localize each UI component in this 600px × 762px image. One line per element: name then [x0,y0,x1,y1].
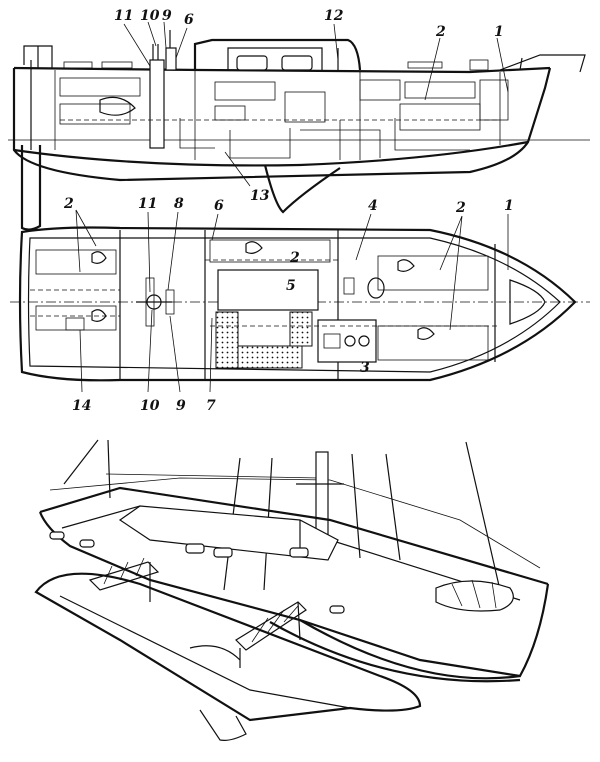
porthole [49,531,65,540]
plan-label-5: 5 [286,278,296,294]
crossbeam [235,601,307,651]
side-label-1: 1 [494,24,504,40]
pillow [91,309,107,322]
porthole [329,605,345,614]
plan-label-8: 8 [174,196,184,212]
pillow [245,241,263,254]
outrigger-float [34,572,422,722]
side-profile-view: 11 10 9 6 12 2 1 13 [8,8,590,231]
salon-table [217,269,319,311]
porthole [213,547,233,558]
float-fin [199,709,247,741]
side-label-10: 10 [140,8,160,24]
crossbeam [88,561,160,591]
settee-cushion [289,311,313,347]
side-label-11: 11 [114,8,133,24]
side-label-9: 9 [162,8,172,24]
keel [263,164,341,214]
hull-outline [12,67,552,182]
bow-pulpit [499,54,586,73]
deck-line [13,66,551,74]
deckhouse-window [281,55,313,71]
side-label-2: 2 [435,24,446,40]
main-hull [38,511,550,678]
side-label-6: 6 [184,12,194,28]
plan-label-3: 3 [360,360,370,376]
plan-label-1: 1 [504,198,514,214]
plan-label-10: 10 [140,398,160,414]
pillow [397,259,415,272]
plan-label-11: 11 [138,196,157,212]
perspective-view [34,439,550,741]
plan-label-6: 6 [214,198,224,214]
porthole [185,543,205,554]
plan-label-2-fwd: 2 [455,200,466,216]
porthole [289,547,309,558]
settee-cushion [237,345,303,369]
plan-label-7: 7 [206,398,216,414]
toilet [367,277,385,299]
stern-pulpit [23,45,53,68]
side-label-13: 13 [250,188,270,204]
pillow [91,251,107,264]
porthole [79,539,95,548]
deckhouse-perspective [118,505,339,561]
deckhouse-window [236,55,268,71]
pillow [417,327,435,340]
plan-label-14: 14 [72,398,91,414]
side-label-12: 12 [324,8,344,24]
plan-label-9: 9 [176,398,186,414]
settee-cushion [215,311,239,369]
rudder [20,145,42,231]
plan-label-2-aft: 2 [63,196,74,212]
galley-counter [317,319,377,363]
plan-view: 2 11 8 6 4 2 1 2 5 3 14 10 9 7 [10,196,590,414]
mast-step [149,59,165,149]
plan-label-2-inner: 2 [289,250,300,266]
plan-hull-outline [18,226,577,382]
deckhouse [193,38,362,71]
plan-label-4: 4 [368,198,378,214]
bow-hatch [435,580,514,612]
